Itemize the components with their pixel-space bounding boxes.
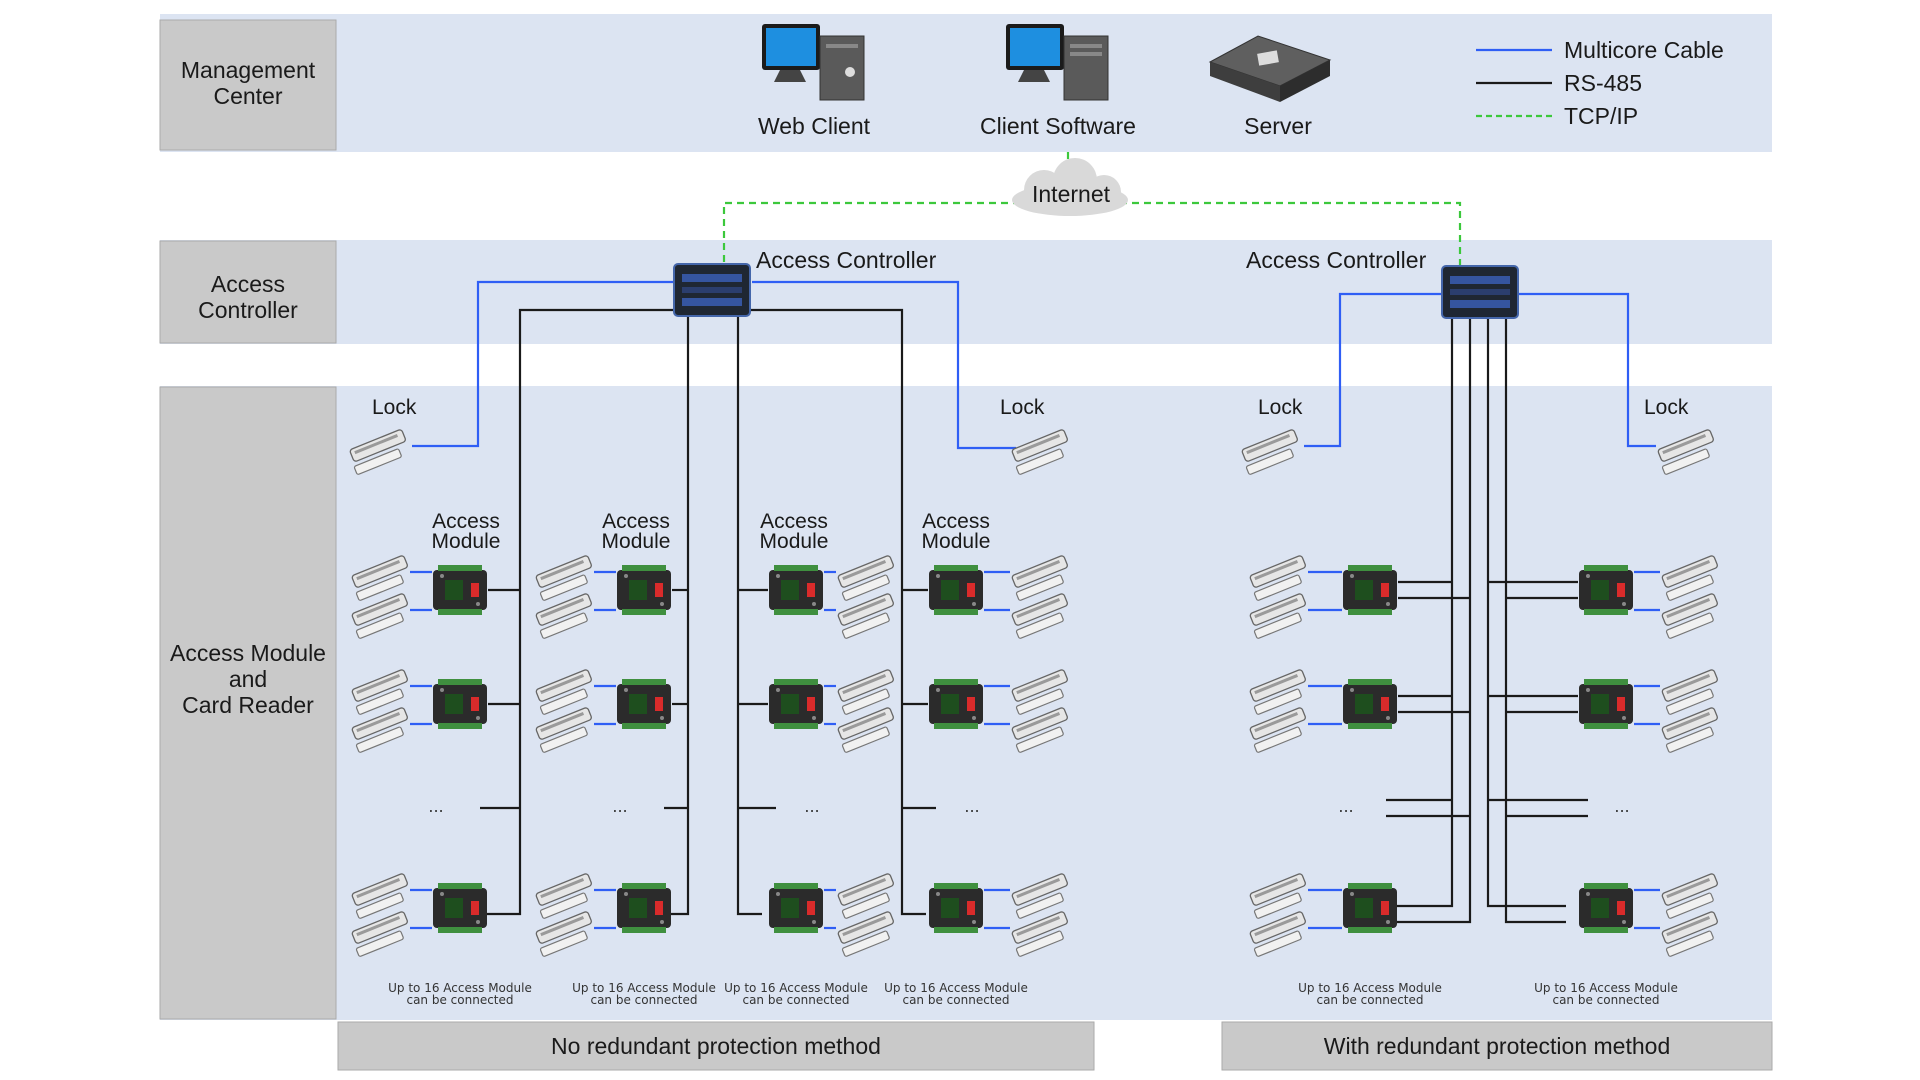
- module-reader-label-line3: Card Reader: [182, 692, 314, 718]
- access-module-icon: [769, 679, 823, 729]
- management-center-label-line2: Center: [213, 83, 282, 109]
- footer-no-redundant-label: No redundant protection method: [551, 1033, 881, 1059]
- legend-multicore-label: Multicore Cable: [1564, 37, 1724, 63]
- access-module-icon: [1579, 679, 1633, 729]
- module-reader-label-line2: and: [229, 666, 267, 692]
- capacity-note-line1: Up to 16 Access Module: [884, 981, 1028, 995]
- capacity-note-line2: can be connected: [902, 993, 1009, 1007]
- access-module-icon: [433, 883, 487, 933]
- access-module-icon: [1343, 565, 1397, 615]
- lock-label: Lock: [372, 396, 417, 419]
- access-controller-box: [159, 240, 337, 344]
- capacity-note-line2: can be connected: [1552, 993, 1659, 1007]
- access-module-labels: Access Module Access Module Access Modul…: [432, 510, 991, 553]
- capacity-note-line2: can be connected: [406, 993, 513, 1007]
- module-reader-box: [159, 386, 337, 1020]
- access-controller-right-icon: [1441, 265, 1519, 319]
- server-icon: [1208, 35, 1332, 102]
- internet-label: Internet: [1032, 181, 1111, 207]
- ellipsis-more-modules: ...: [1338, 797, 1353, 816]
- access-module-icon: [1579, 565, 1633, 615]
- access-controller-label-line2: Controller: [198, 297, 298, 323]
- access-module-icon: [617, 679, 671, 729]
- client-software-label: Client Software: [980, 113, 1136, 139]
- access-controller-left-icon: [673, 263, 751, 317]
- capacity-note-line1: Up to 16 Access Module: [724, 981, 868, 995]
- access-module-label-line1: Access: [922, 510, 990, 533]
- capacity-note-line2: can be connected: [590, 993, 697, 1007]
- ellipsis-more-modules: ...: [612, 797, 627, 816]
- ellipsis-more-modules: ...: [1614, 797, 1629, 816]
- footer-with-redundant-box: [1221, 1021, 1773, 1071]
- capacity-note-line1: Up to 16 Access Module: [572, 981, 716, 995]
- management-center-label-line1: Management: [181, 57, 316, 83]
- controller-band: [160, 240, 1772, 344]
- ellipsis-more-modules: ...: [428, 797, 443, 816]
- footer-no-redundant-box: [337, 1021, 1095, 1071]
- capacity-note-line1: Up to 16 Access Module: [388, 981, 532, 995]
- lock-label: Lock: [1258, 396, 1303, 419]
- capacity-note-line1: Up to 16 Access Module: [1298, 981, 1442, 995]
- legend: Multicore Cable RS-485 TCP/IP: [1476, 37, 1724, 129]
- access-module-label-line2: Module: [602, 530, 671, 553]
- web-client-label: Web Client: [758, 113, 871, 139]
- access-module-icon: [433, 679, 487, 729]
- lock-label: Lock: [1644, 396, 1689, 419]
- access-module-icon: [1579, 883, 1633, 933]
- access-module-icon: [929, 883, 983, 933]
- legend-rs485-label: RS-485: [1564, 70, 1642, 96]
- ellipsis-more-modules: ...: [804, 797, 819, 816]
- footer-with-redundant-label: With redundant protection method: [1324, 1033, 1670, 1059]
- access-module-icon: [617, 565, 671, 615]
- ellipsis-more-modules: ...: [964, 797, 979, 816]
- access-module-label-line2: Module: [760, 530, 829, 553]
- rs485-cables-right: [1386, 316, 1588, 924]
- management-center-box: [159, 19, 337, 151]
- controller-right-label: Access Controller: [1246, 247, 1427, 273]
- access-module-icon: [929, 565, 983, 615]
- access-module-label-line1: Access: [602, 510, 670, 533]
- access-module-icon: [433, 565, 487, 615]
- client-software-computer-icon: [1006, 24, 1109, 101]
- server-label: Server: [1244, 113, 1312, 139]
- capacity-note-line2: can be connected: [1316, 993, 1423, 1007]
- access-module-icon: [929, 679, 983, 729]
- access-module-icon: [1343, 679, 1397, 729]
- access-module-icon: [769, 565, 823, 615]
- internet-cloud-icon: [1012, 158, 1128, 216]
- access-module-label-line1: Access: [760, 510, 828, 533]
- legend-tcpip-label: TCP/IP: [1564, 103, 1638, 129]
- access-module-icon: [1343, 883, 1397, 933]
- access-module-label-line1: Access: [432, 510, 500, 533]
- access-controller-label-line1: Access: [211, 271, 285, 297]
- access-module-icon: [617, 883, 671, 933]
- web-client-computer-icon: [762, 24, 865, 101]
- capacity-note-line1: Up to 16 Access Module: [1534, 981, 1678, 995]
- module-lock-cables: [410, 570, 1660, 930]
- lock-label: Lock: [1000, 396, 1045, 419]
- access-module-label-line2: Module: [922, 530, 991, 553]
- multicore-cables: [412, 280, 1656, 450]
- access-module-label-line2: Module: [432, 530, 501, 553]
- controller-left-label: Access Controller: [756, 247, 937, 273]
- module-reader-label-line1: Access Module: [170, 640, 326, 666]
- access-module-icon: [769, 883, 823, 933]
- capacity-note-line2: can be connected: [742, 993, 849, 1007]
